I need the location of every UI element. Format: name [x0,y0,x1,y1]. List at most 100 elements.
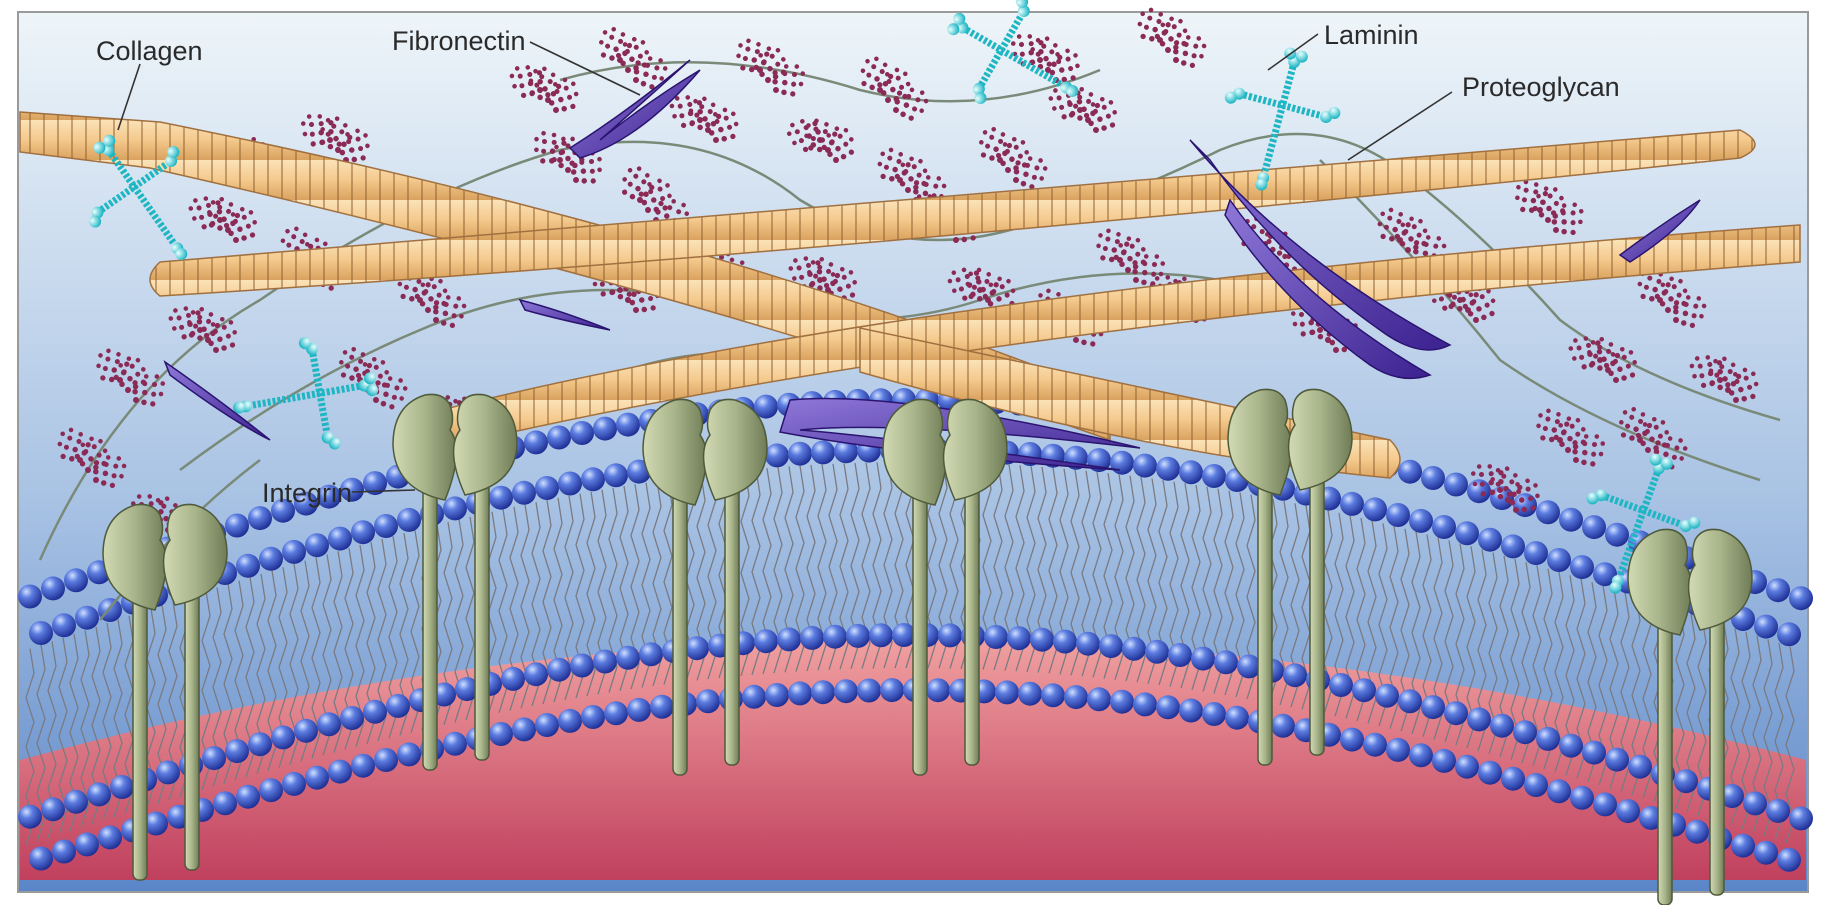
lipid-head [1156,457,1180,481]
lipid-head [834,679,858,703]
lipid-head [1179,460,1203,484]
lipid-head [259,547,283,571]
lipid-head [1168,643,1192,667]
lipid-head [1283,663,1307,687]
lipid-head [1582,515,1606,539]
lipid-head [18,585,42,609]
lipid-head [1432,749,1456,773]
lipid-head [1145,640,1169,664]
lipid-head [1731,834,1755,858]
lipid-head [777,627,801,651]
lipid-head [397,742,421,766]
lipid-head [1570,555,1594,579]
lipid-head [754,629,778,653]
lipid-head [869,623,893,647]
lipid-head [1789,586,1813,610]
collagen-label: Collagen [96,38,203,65]
lipid-head [351,520,375,544]
lipid-head [685,636,709,660]
lipid-head [1444,473,1468,497]
lipid-head [1340,728,1364,752]
lipid-head [1754,615,1778,639]
lipid-head [1467,707,1491,731]
lipid-head [1156,695,1180,719]
lipid-head [156,760,180,784]
lipid-head [18,805,42,829]
lipid-head [524,430,548,454]
lipid-head [1593,792,1617,816]
lipid-head [1398,460,1422,484]
lipid-head [282,772,306,796]
lipid-head [1202,464,1226,488]
integrin-label: Integrin [262,480,352,507]
lipid-head [616,413,640,437]
lipid-head [443,496,467,520]
lipid-head [317,712,341,736]
lipid-head [547,426,571,450]
lipid-head [547,658,571,682]
lipid-head [1513,720,1537,744]
lipid-head [41,797,65,821]
lipid-head [1064,685,1088,709]
lipid-head [1455,755,1479,779]
lipid-head [202,746,226,770]
lipid-head [558,709,582,733]
lipid-head [1087,687,1111,711]
lipid-head [305,766,329,790]
laminin-label: Laminin [1324,22,1419,49]
lipid-head [236,554,260,578]
lipid-head [696,689,720,713]
lipid-head [489,722,513,746]
lipid-head [1536,727,1560,751]
lipid-head [880,678,904,702]
lipid-head [1766,799,1790,823]
lipid-head [593,417,617,441]
lipid-head [788,681,812,705]
lipid-head [1524,773,1548,797]
lipid-head [1605,523,1629,547]
lipid-head [64,568,88,592]
lipid-head [765,443,789,467]
lipid-head [213,791,237,815]
lipid-head [1007,626,1031,650]
lipid-head [570,654,594,678]
lipid-head [1363,497,1387,521]
lipid-head [984,625,1008,649]
lipid-head [1421,695,1445,719]
lipid-head [846,624,870,648]
lipid-head [1444,701,1468,725]
lipid-head [397,508,421,532]
lipid-head [282,540,306,564]
lipid-head [75,606,99,630]
proteoglycan-label: Proteoglycan [1462,74,1620,101]
lipid-head [328,527,352,551]
lipid-head [570,421,594,445]
lipid-head [98,825,122,849]
lipid-head [1363,733,1387,757]
lipid-head [823,625,847,649]
lipid-head [535,713,559,737]
lipid-head [1110,690,1134,714]
lipid-head [535,476,559,500]
lipid-head [1455,521,1479,545]
lipid-head [581,467,605,491]
lipid-head [1467,479,1491,503]
lipid-head [1110,451,1134,475]
lipid-head [616,646,640,670]
lipid-head [995,680,1019,704]
lipid-head [742,685,766,709]
lipid-head [1501,534,1525,558]
lipid-head [627,698,651,722]
lipid-head [1099,634,1123,658]
lipid-head [1513,493,1537,517]
lipid-head [1501,767,1525,791]
lipid-head [1524,541,1548,565]
lipid-head [857,679,881,703]
lipid-head [1478,761,1502,785]
lipid-head [1582,741,1606,765]
lipid-head [1202,702,1226,726]
lipid-head [248,506,272,530]
lipid-head [294,719,318,743]
lipid-head [64,790,88,814]
